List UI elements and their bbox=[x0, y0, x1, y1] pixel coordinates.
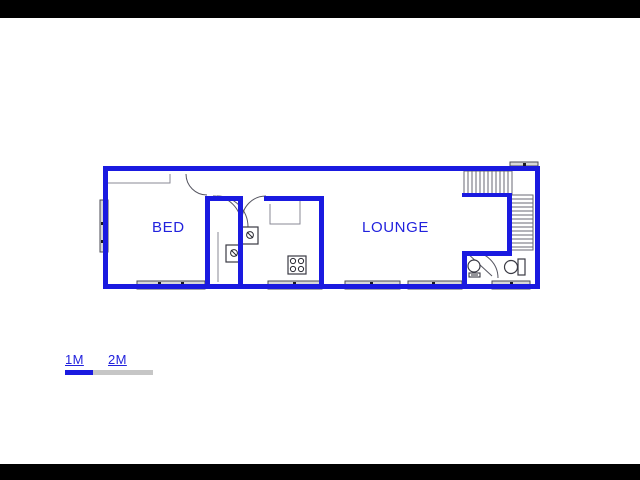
staircase-upper-treads bbox=[467, 171, 509, 195]
wall-kitchen-north bbox=[264, 196, 324, 201]
wall-bath-north bbox=[462, 251, 512, 256]
wall-west bbox=[103, 166, 108, 289]
wash-basin-icon bbox=[503, 258, 526, 276]
staircase-lower-treads bbox=[509, 198, 533, 248]
walls bbox=[103, 166, 540, 289]
wall-bath-east bbox=[238, 196, 243, 289]
wall-stair-landing bbox=[462, 193, 512, 197]
scale-tick-1m: 1M bbox=[65, 352, 84, 367]
scale-fill bbox=[65, 370, 93, 375]
wall-kitchen-east bbox=[319, 196, 324, 289]
scale-bar: 1M 2M bbox=[60, 352, 170, 382]
stove-hob-icon bbox=[287, 255, 307, 275]
counter-kitchen bbox=[269, 196, 301, 225]
wall-bath-west-upper bbox=[507, 193, 512, 255]
wall-bath-west bbox=[462, 251, 467, 289]
letterbox-bar-top bbox=[0, 0, 640, 18]
wall-bed-east bbox=[205, 196, 210, 289]
toilet-icon bbox=[467, 259, 481, 278]
basin-upper-icon bbox=[241, 226, 259, 245]
wall-north bbox=[103, 166, 540, 171]
letterbox-bar-bottom bbox=[0, 464, 640, 480]
room-label-bed: BED bbox=[152, 219, 185, 236]
cupboard-bed-north bbox=[108, 174, 171, 184]
door-kitchen-west-arc bbox=[241, 195, 267, 221]
room-label-lounge: LOUNGE bbox=[362, 219, 429, 236]
interior-detail-lines bbox=[108, 174, 301, 282]
door-bed-north-arc bbox=[185, 173, 208, 196]
scale-track bbox=[65, 370, 153, 375]
wall-east bbox=[535, 166, 540, 289]
scale-tick-2m: 2M bbox=[108, 352, 127, 367]
wall-bed-east-head bbox=[205, 196, 243, 201]
staircase bbox=[463, 170, 534, 251]
